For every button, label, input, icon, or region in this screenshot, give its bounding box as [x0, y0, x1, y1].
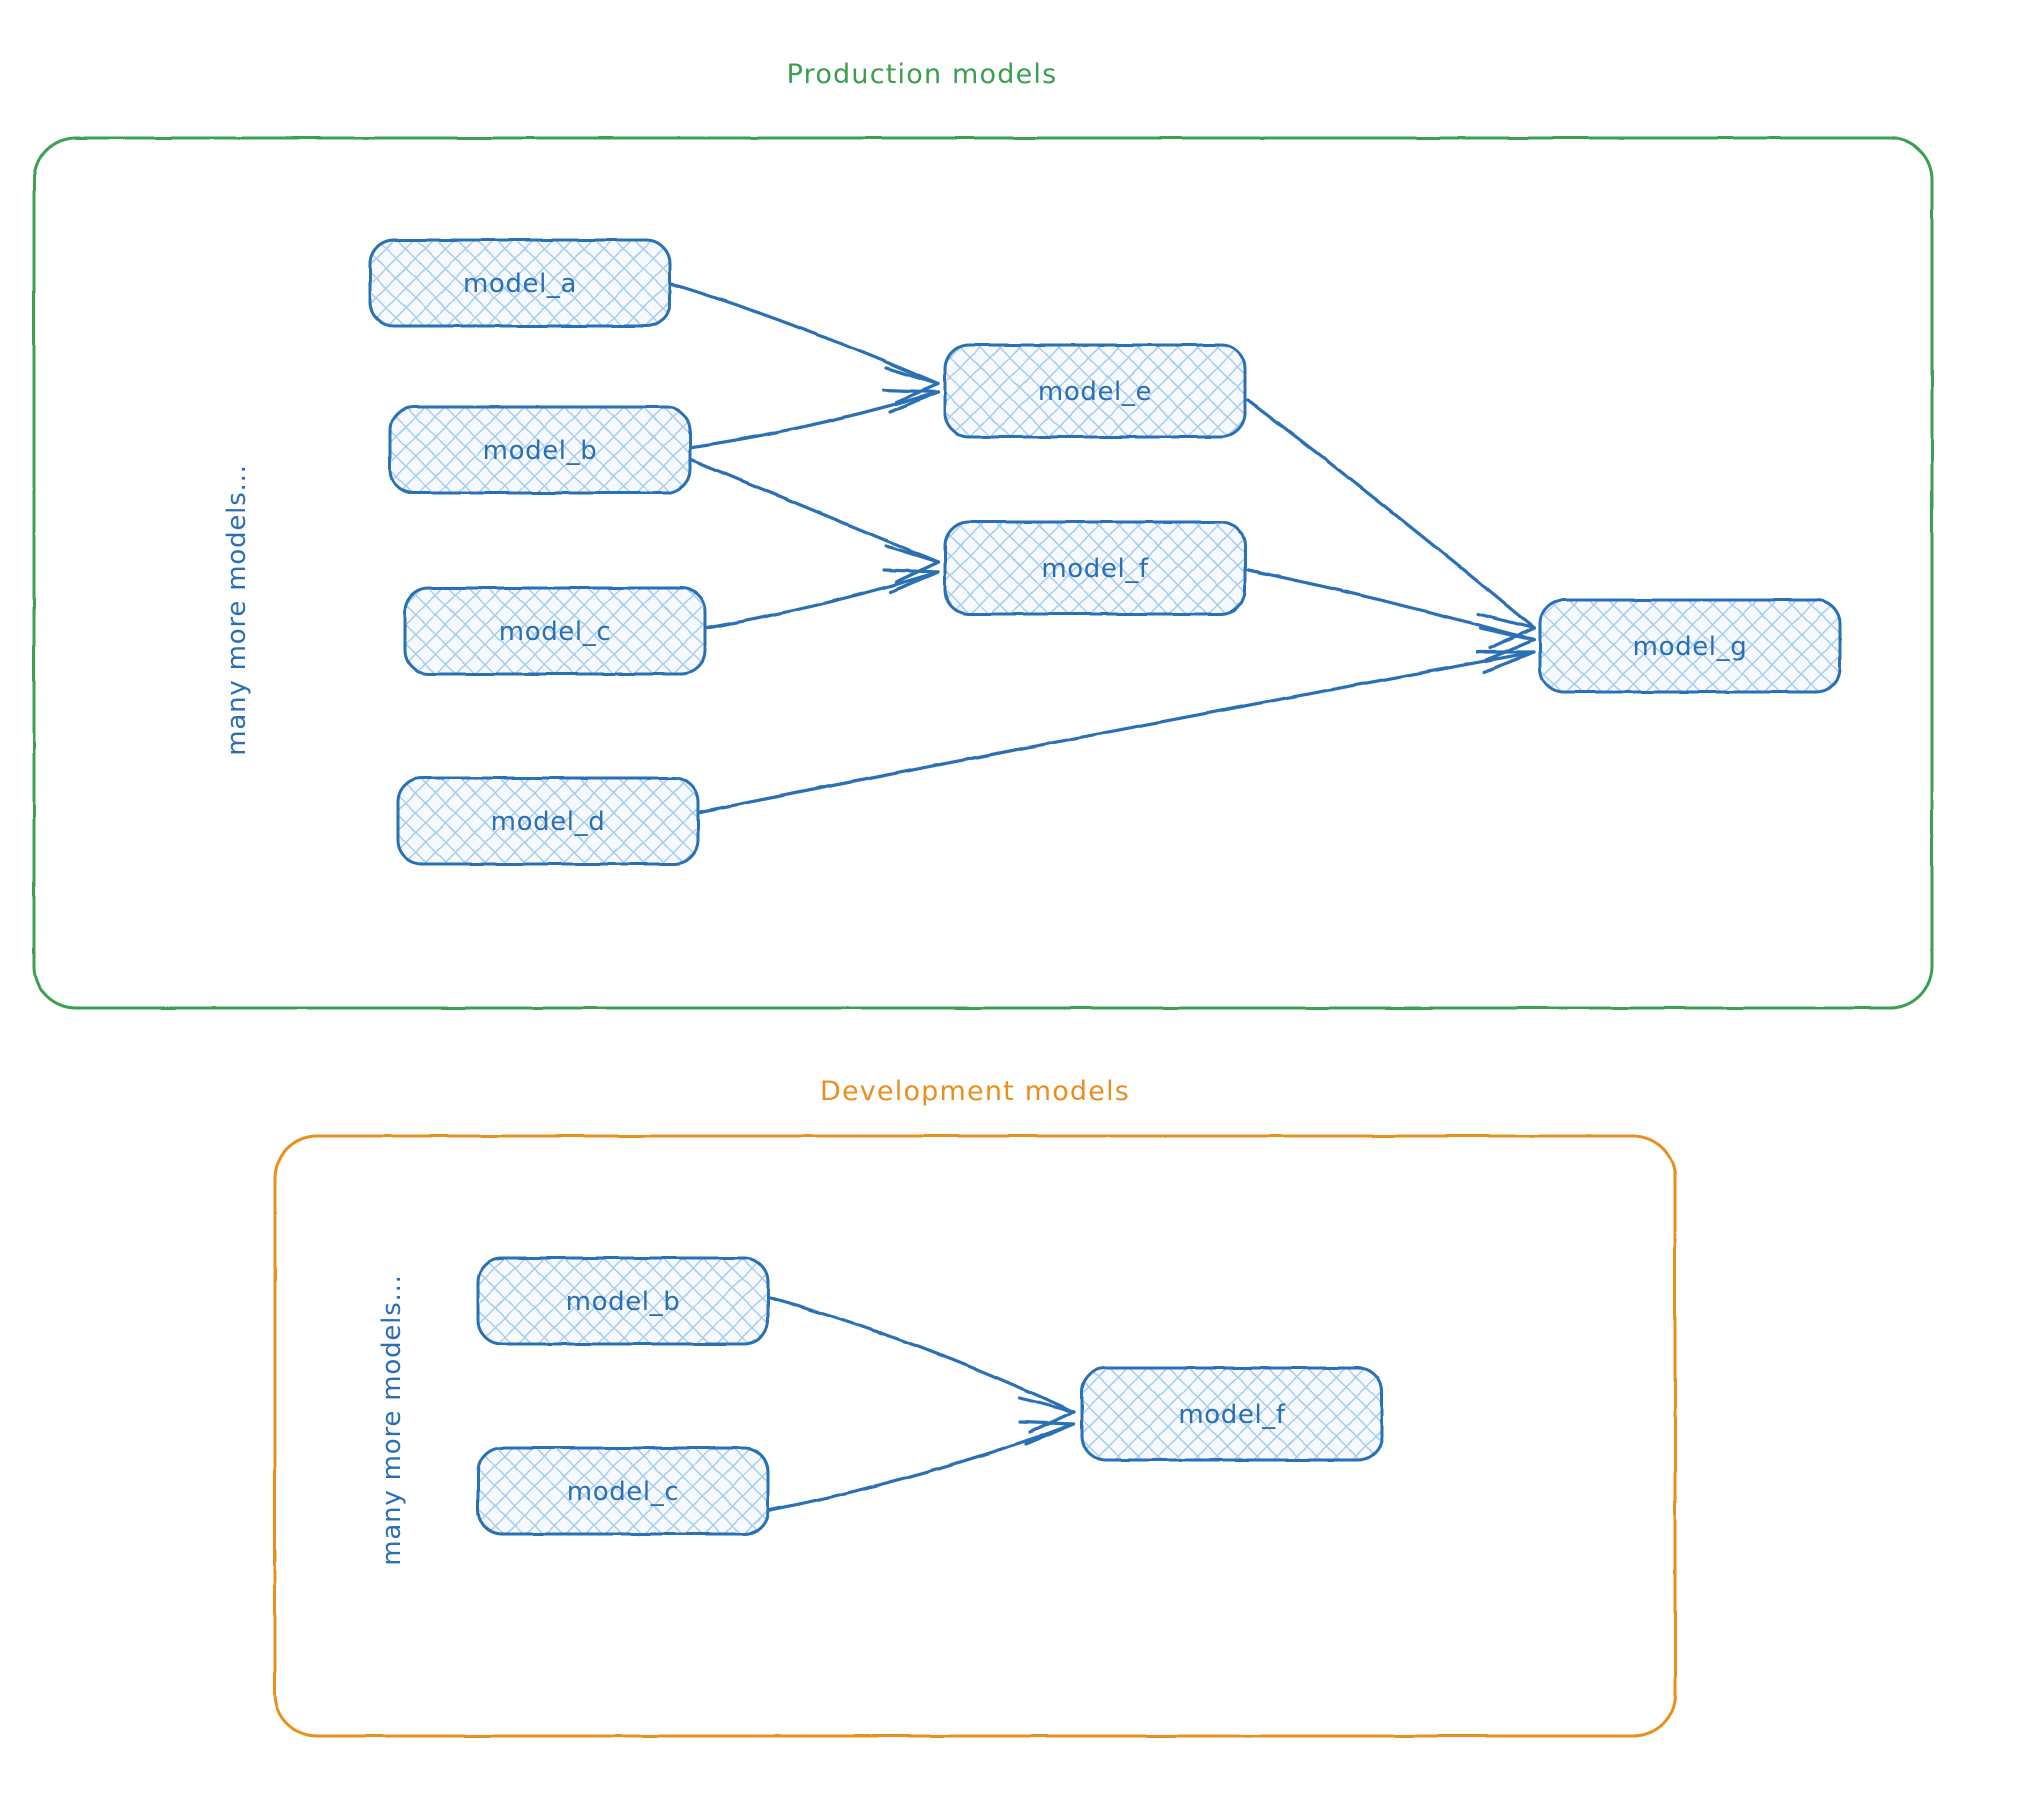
node-prod-model-a[interactable]: model_a — [368, 238, 672, 328]
node-box[interactable] — [943, 343, 1247, 439]
development-group-title: Development models — [820, 1076, 1130, 1107]
node-label: model_b — [483, 436, 598, 466]
edge-model-e-to-model-g — [1246, 398, 1536, 630]
node-box[interactable] — [476, 1256, 770, 1346]
node-prod-model-c[interactable]: model_c — [403, 586, 707, 676]
production-side-note: many more models... — [222, 464, 252, 756]
node-box[interactable] — [476, 1446, 770, 1536]
development-edges — [768, 1296, 1076, 1512]
node-box[interactable] — [1538, 598, 1842, 694]
node-prod-model-f[interactable]: model_f — [943, 520, 1247, 616]
node-box[interactable] — [368, 238, 672, 328]
node-dev-model-b[interactable]: model_b — [476, 1256, 770, 1346]
node-label: model_e — [1038, 377, 1152, 407]
node-box[interactable] — [388, 405, 692, 495]
arrowhead-e-g — [1476, 612, 1536, 650]
production-group-title: Production models — [787, 59, 1058, 90]
node-box[interactable] — [403, 586, 707, 676]
node-label: model_a — [463, 269, 577, 299]
arrowhead-a-e — [884, 366, 940, 404]
node-box[interactable] — [943, 520, 1247, 616]
edge-model-b-to-model-e — [690, 390, 940, 449]
node-prod-model-e[interactable]: model_e — [943, 343, 1247, 439]
edge-model-c-to-model-f — [705, 570, 940, 630]
edge-model-f-to-model-g — [1246, 568, 1536, 642]
node-prod-model-g[interactable]: model_g — [1538, 598, 1842, 694]
development-group-frame — [273, 1134, 1677, 1738]
node-dev-model-c[interactable]: model_c — [476, 1446, 770, 1536]
group-production: Production models many more models... — [32, 59, 1934, 1010]
arrowhead-b-e — [882, 388, 940, 414]
edge-model-a-to-model-e — [670, 282, 940, 386]
edge-model-d-to-model-g — [698, 650, 1536, 814]
node-box[interactable] — [1080, 1366, 1384, 1462]
edge-dev-model-c-to-model-f — [768, 1422, 1076, 1512]
node-label: model_f — [1178, 1400, 1286, 1430]
arrowhead-f-g — [1478, 626, 1536, 662]
production-edges — [670, 282, 1536, 814]
node-dev-model-f[interactable]: model_f — [1080, 1366, 1384, 1462]
node-label: model_c — [567, 1477, 679, 1507]
node-box[interactable] — [396, 776, 700, 866]
arrowhead-d-g — [1476, 650, 1536, 674]
edge-model-b-to-model-f — [690, 458, 940, 564]
node-label: model_f — [1041, 554, 1149, 584]
edge-dev-model-b-to-model-f — [768, 1296, 1076, 1414]
node-label: model_g — [1633, 632, 1748, 662]
node-prod-model-b[interactable]: model_b — [388, 405, 692, 495]
development-side-note: many more models... — [377, 1274, 407, 1566]
node-prod-model-d[interactable]: model_d — [396, 776, 700, 866]
node-label: model_c — [499, 617, 611, 647]
node-label: model_d — [491, 807, 606, 837]
production-group-frame — [32, 136, 1934, 1010]
arrowhead-c-f — [882, 568, 940, 594]
group-development: Development models many more models... m… — [273, 1076, 1677, 1738]
arrowhead-dev-c-f — [1018, 1420, 1076, 1446]
node-label: model_b — [566, 1287, 681, 1317]
